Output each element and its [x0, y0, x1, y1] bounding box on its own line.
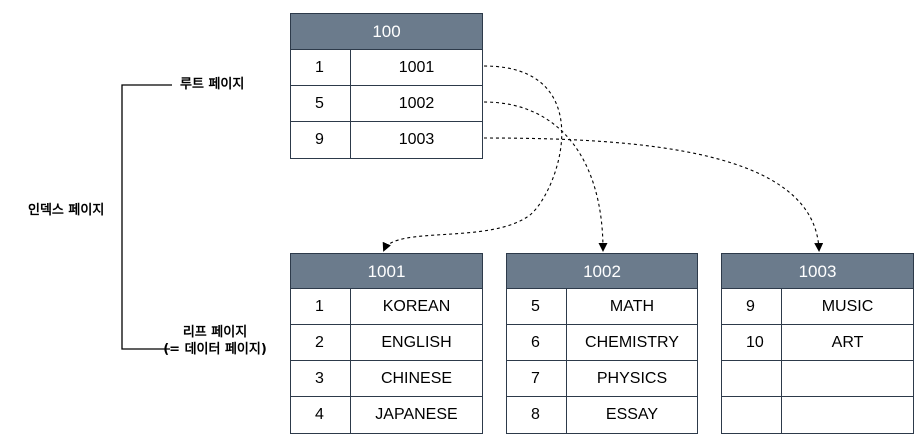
row-pointer: 1003 — [398, 131, 435, 148]
row-value: ENGLISH — [381, 334, 452, 351]
row-key: 5 — [291, 86, 351, 121]
row-value — [782, 397, 913, 433]
table-row: 9 1003 — [291, 122, 482, 158]
leaf-page-title: 1001 — [291, 254, 482, 289]
row-value: MUSIC — [821, 298, 874, 315]
arrow-root-to-1001 — [382, 65, 563, 252]
table-row: 9 MUSIC — [722, 289, 913, 325]
row-value: ESSAY — [605, 406, 659, 423]
table-row — [722, 361, 913, 397]
table-row: 1 KOREAN — [291, 289, 482, 325]
leaf-page-label-line1: 리프 페이지 — [182, 325, 248, 340]
table-row: 5 MATH — [507, 289, 697, 325]
row-key: 6 — [507, 325, 567, 360]
row-value: MATH — [609, 298, 655, 315]
row-key: 5 — [507, 289, 567, 324]
row-key — [722, 361, 782, 396]
row-key — [722, 397, 782, 433]
leaf-page-title: 1003 — [722, 254, 913, 289]
leaf-page-title: 1002 — [507, 254, 697, 289]
row-value: KOREAN — [382, 298, 451, 315]
root-page-label: 루트 페이지 — [180, 77, 245, 92]
table-row: 2 ENGLISH — [291, 325, 482, 361]
row-key: 10 — [722, 325, 782, 360]
index-bracket — [121, 84, 172, 350]
table-row: 1 1001 — [291, 50, 482, 86]
table-row: 3 CHINESE — [291, 361, 482, 397]
root-page-title: 100 — [291, 14, 482, 50]
leaf-page-label-line2: (= 데이터 페이지) — [163, 342, 267, 357]
table-row: 5 1002 — [291, 86, 482, 122]
root-page-table: 100 1 1001 5 1002 9 1003 — [290, 13, 483, 159]
leaf-page-table-1002: 1002 5 MATH 6 CHEMISTRY 7 PHYSICS 8 ESSA… — [506, 253, 698, 434]
arrow-root-to-1002 — [483, 101, 608, 252]
row-key: 1 — [291, 289, 351, 324]
table-row: 7 PHYSICS — [507, 361, 697, 397]
table-row — [722, 397, 913, 433]
leaf-page-table-1001: 1001 1 KOREAN 2 ENGLISH 3 CHINESE 4 JAPA… — [290, 253, 483, 434]
table-row: 8 ESSAY — [507, 397, 697, 433]
row-value — [782, 361, 913, 396]
leaf-page-table-1003: 1003 9 MUSIC 10 ART — [721, 253, 914, 434]
row-key: 1 — [291, 50, 351, 85]
index-page-label: 인덱스 페이지 — [28, 203, 105, 218]
row-key: 7 — [507, 361, 567, 396]
row-value: CHINESE — [380, 370, 453, 387]
row-pointer: 1001 — [398, 59, 435, 76]
row-key: 2 — [291, 325, 351, 360]
row-value: JAPANESE — [375, 406, 458, 423]
table-row: 6 CHEMISTRY — [507, 325, 697, 361]
leaf-page-label: 리프 페이지 (= 데이터 페이지) — [150, 324, 280, 358]
row-key: 9 — [291, 122, 351, 158]
row-key: 4 — [291, 397, 351, 433]
row-key: 3 — [291, 361, 351, 396]
row-key: 8 — [507, 397, 567, 433]
arrow-root-to-1003 — [483, 137, 824, 252]
row-value: CHEMISTRY — [585, 334, 679, 351]
row-value: PHYSICS — [596, 370, 668, 387]
table-row: 4 JAPANESE — [291, 397, 482, 433]
row-key: 9 — [722, 289, 782, 324]
row-pointer: 1002 — [398, 95, 435, 112]
row-value: ART — [831, 334, 864, 351]
table-row: 10 ART — [722, 325, 913, 361]
